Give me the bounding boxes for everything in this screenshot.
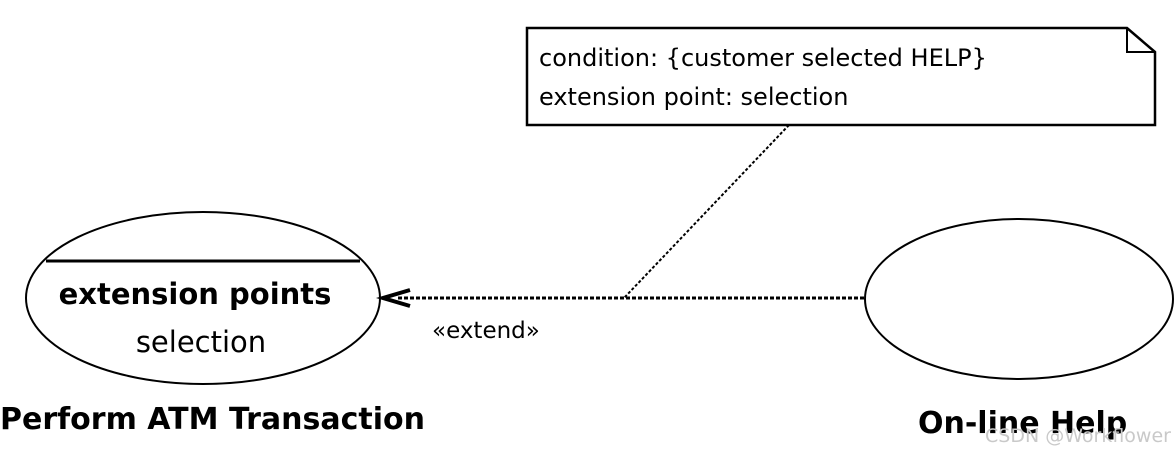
watermark-text: CSDN @Workflower (985, 425, 1171, 447)
note-condition-text: condition: {customer selected HELP} (539, 44, 987, 72)
note-extension-point-text: extension point: selection (539, 83, 849, 111)
extension-points-heading: extension points (58, 277, 332, 311)
use-case-label-online-help: On-line Help (918, 406, 1128, 441)
use-case-ellipse-online-help (864, 218, 1174, 380)
note-folded-corner (1126, 28, 1155, 53)
note-anchor-line (623, 124, 790, 299)
extend-arrowhead (375, 288, 411, 308)
note-box (525, 26, 1157, 127)
extend-stereotype-label: «extend» (432, 318, 540, 344)
extension-point-selection: selection (135, 325, 267, 359)
note (525, 26, 1157, 127)
use-case-label-perform-atm-transaction: Perform ATM Transaction (0, 402, 425, 437)
